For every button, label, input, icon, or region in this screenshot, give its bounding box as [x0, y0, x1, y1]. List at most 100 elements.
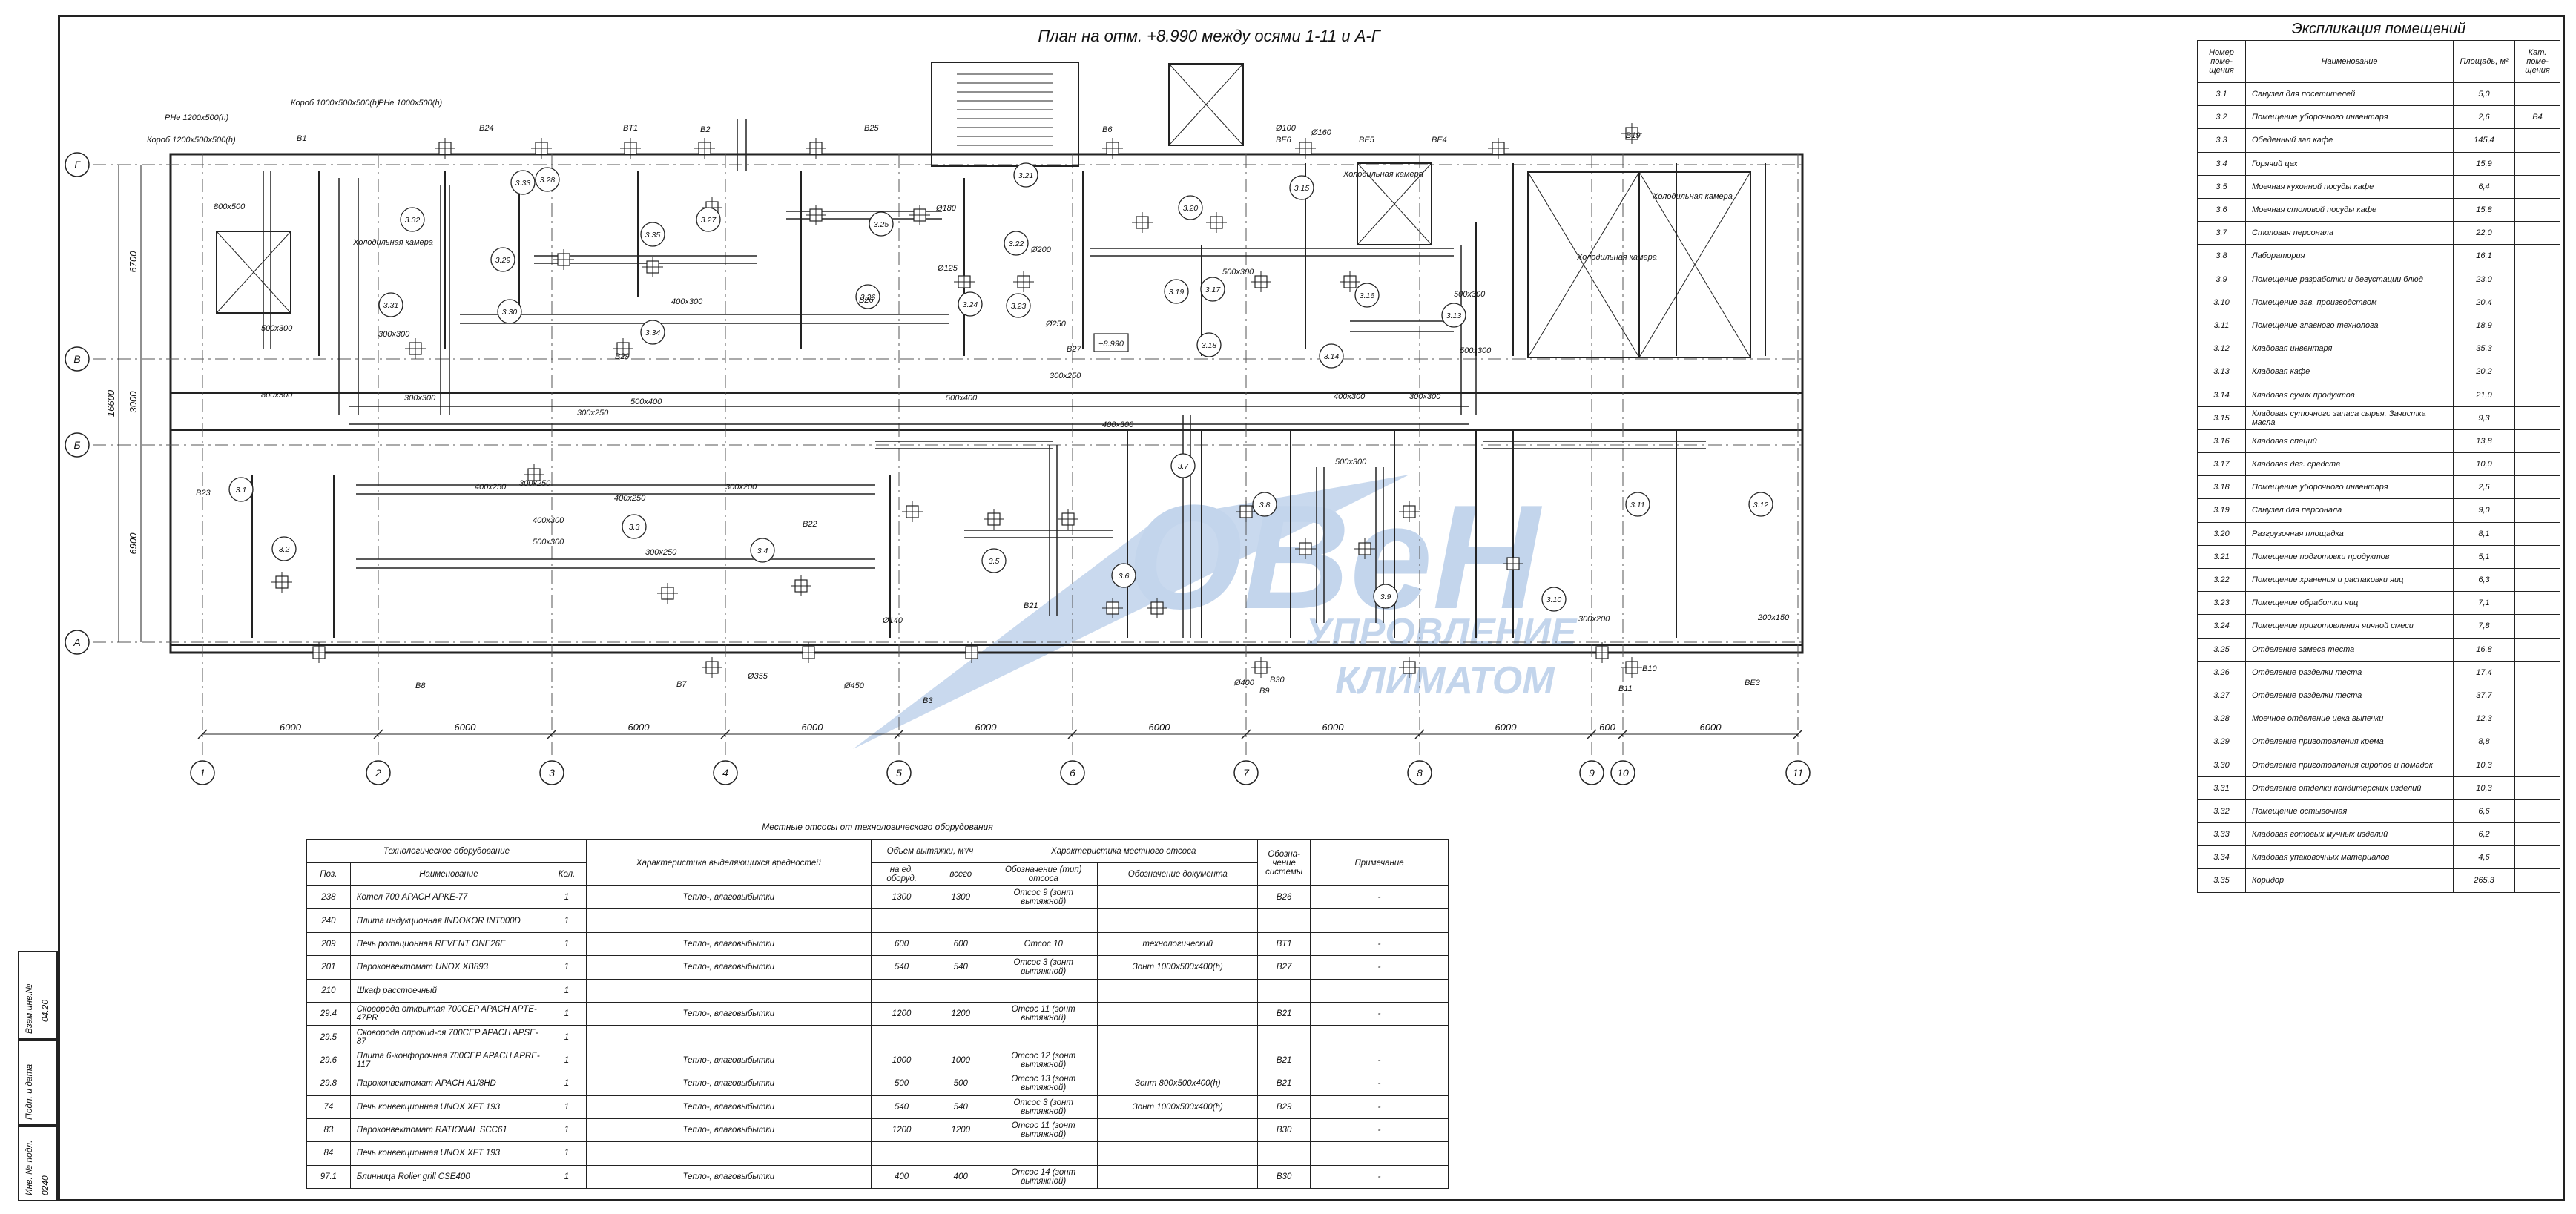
- room-number: 3.12: [2197, 337, 2246, 361]
- axis-bubble: [190, 760, 215, 785]
- equip-volume-total: 400: [932, 1164, 990, 1190]
- room-number-label: 3.26: [860, 293, 876, 302]
- room-area: 20,4: [2453, 290, 2515, 314]
- axis-bubble: [539, 760, 564, 785]
- room-number-label: 3.28: [540, 176, 556, 185]
- room-area: 15,9: [2453, 151, 2515, 176]
- dim-tick: [1241, 729, 1251, 739]
- room-category: [2514, 637, 2560, 662]
- room-category: [2514, 197, 2560, 222]
- equip-volume-total: 540: [932, 955, 990, 980]
- room-bubble: [869, 211, 894, 237]
- room-name-label: Холодильная камера: [1652, 192, 1733, 201]
- room-bubble: [510, 170, 536, 195]
- room-name: Санузел для персонала: [2245, 498, 2454, 523]
- equip-volume-unit: [870, 978, 933, 1003]
- room-area: 2,6: [2453, 105, 2515, 130]
- stair-core: [931, 62, 1079, 167]
- equip-qty: 1: [547, 1164, 587, 1190]
- equip-equipment-name: Сковорода открытая 700CEP APACH APTE-47P…: [349, 1001, 548, 1026]
- system-label: B26: [859, 296, 874, 305]
- hdr-total: всего: [932, 862, 990, 886]
- room-bubble: [1354, 283, 1380, 308]
- equip-note: [1310, 978, 1449, 1003]
- hdr-pos: Поз.: [306, 862, 351, 886]
- axis-label: 4: [722, 767, 728, 779]
- equip-hazards: Тепло-, влаговыбытки: [585, 1072, 872, 1096]
- equip-volume-total: 1200: [932, 1001, 990, 1026]
- room-number: 3.1: [2197, 82, 2246, 107]
- dim-value: 6000: [975, 722, 998, 733]
- hdr-note: Примечание: [1310, 839, 1449, 886]
- room-category: [2514, 544, 2560, 569]
- room-name: Отделение приготовления сиропов и помадо…: [2245, 753, 2454, 777]
- room-bubble: [1006, 293, 1031, 318]
- dim-value: 600: [1599, 722, 1615, 733]
- room-number: 3.20: [2197, 521, 2246, 546]
- room-name-label: Холодильная камера: [352, 238, 433, 247]
- room-bubble: [1319, 343, 1344, 369]
- room-name: Разгрузочная площадка: [2245, 521, 2454, 546]
- duct-size-label: 400x300: [1334, 392, 1366, 401]
- duct-size-label: Ø250: [1045, 320, 1067, 329]
- equip-equipment-name: Печь конвекционная UNOX XFT 193: [349, 1095, 548, 1119]
- room-number-label: 3.8: [1259, 501, 1271, 509]
- equip-exhaust-type: Отсос 11 (зонт вытяжной): [989, 1118, 1098, 1143]
- duct-size-label: Ø400: [1233, 679, 1255, 687]
- equip-exhaust-type: [989, 1025, 1098, 1049]
- system-label: B21: [1024, 601, 1038, 610]
- room-bubble: [640, 222, 665, 247]
- dim-value: 6000: [280, 722, 302, 733]
- equip-equipment-name: Шкаф расстоечный: [349, 978, 548, 1003]
- equip-hazards: Тепло-, влаговыбытки: [585, 1001, 872, 1026]
- room-area: 6,4: [2453, 174, 2515, 199]
- equip-pos: 83: [306, 1118, 351, 1143]
- dim-value: 6000: [455, 722, 477, 733]
- room-number-label: 3.15: [1294, 184, 1310, 193]
- system-label: B6: [1102, 125, 1113, 134]
- system-label: B10: [1642, 664, 1657, 673]
- room-number-label: 3.22: [1009, 240, 1024, 248]
- shaft-cross: [1638, 171, 1751, 358]
- duct-size-label: 800x500: [261, 391, 293, 400]
- room-number-label: 3.7: [1178, 462, 1190, 471]
- equip-exhaust-document: [1097, 1025, 1259, 1049]
- room-bubble: [535, 167, 560, 192]
- room-category: [2514, 337, 2560, 361]
- equip-exhaust-type: Отсос 13 (зонт вытяжной): [989, 1072, 1098, 1096]
- equipment-table: Технологическое оборудование Характерист…: [306, 839, 1449, 1190]
- dim-value: 6000: [1700, 722, 1722, 733]
- duct-size-label: Ø180: [935, 204, 957, 213]
- equip-volume-total: [932, 908, 990, 933]
- axis-label: 10: [1617, 767, 1629, 779]
- equip-exhaust-document: [1097, 1001, 1259, 1026]
- axis-label: 11: [1793, 767, 1804, 779]
- system-label: BE3: [1745, 679, 1761, 687]
- room-area: 6,6: [2453, 799, 2515, 824]
- cold-room: [1638, 171, 1751, 358]
- room-category: [2514, 683, 2560, 708]
- equip-qty: 1: [547, 1118, 587, 1143]
- duct-size-label: 400x250: [475, 483, 507, 492]
- room-name: Столовая персонала: [2245, 221, 2454, 245]
- axis-bubble: [65, 346, 90, 372]
- room-number-label: 3.16: [1360, 291, 1375, 300]
- stamp-date-value: 04.20: [40, 999, 50, 1022]
- equip-exhaust-document: [1097, 1141, 1259, 1166]
- equip-hazards: Тепло-, влаговыбытки: [585, 1164, 872, 1190]
- axis-bubble: [366, 760, 391, 785]
- equip-qty: 1: [547, 908, 587, 933]
- dim-value-v: 3000: [128, 391, 139, 413]
- room-area: 35,3: [2453, 337, 2515, 361]
- system-label: B25: [864, 124, 879, 133]
- room-category: [2514, 868, 2560, 893]
- room-category: [2514, 313, 2560, 338]
